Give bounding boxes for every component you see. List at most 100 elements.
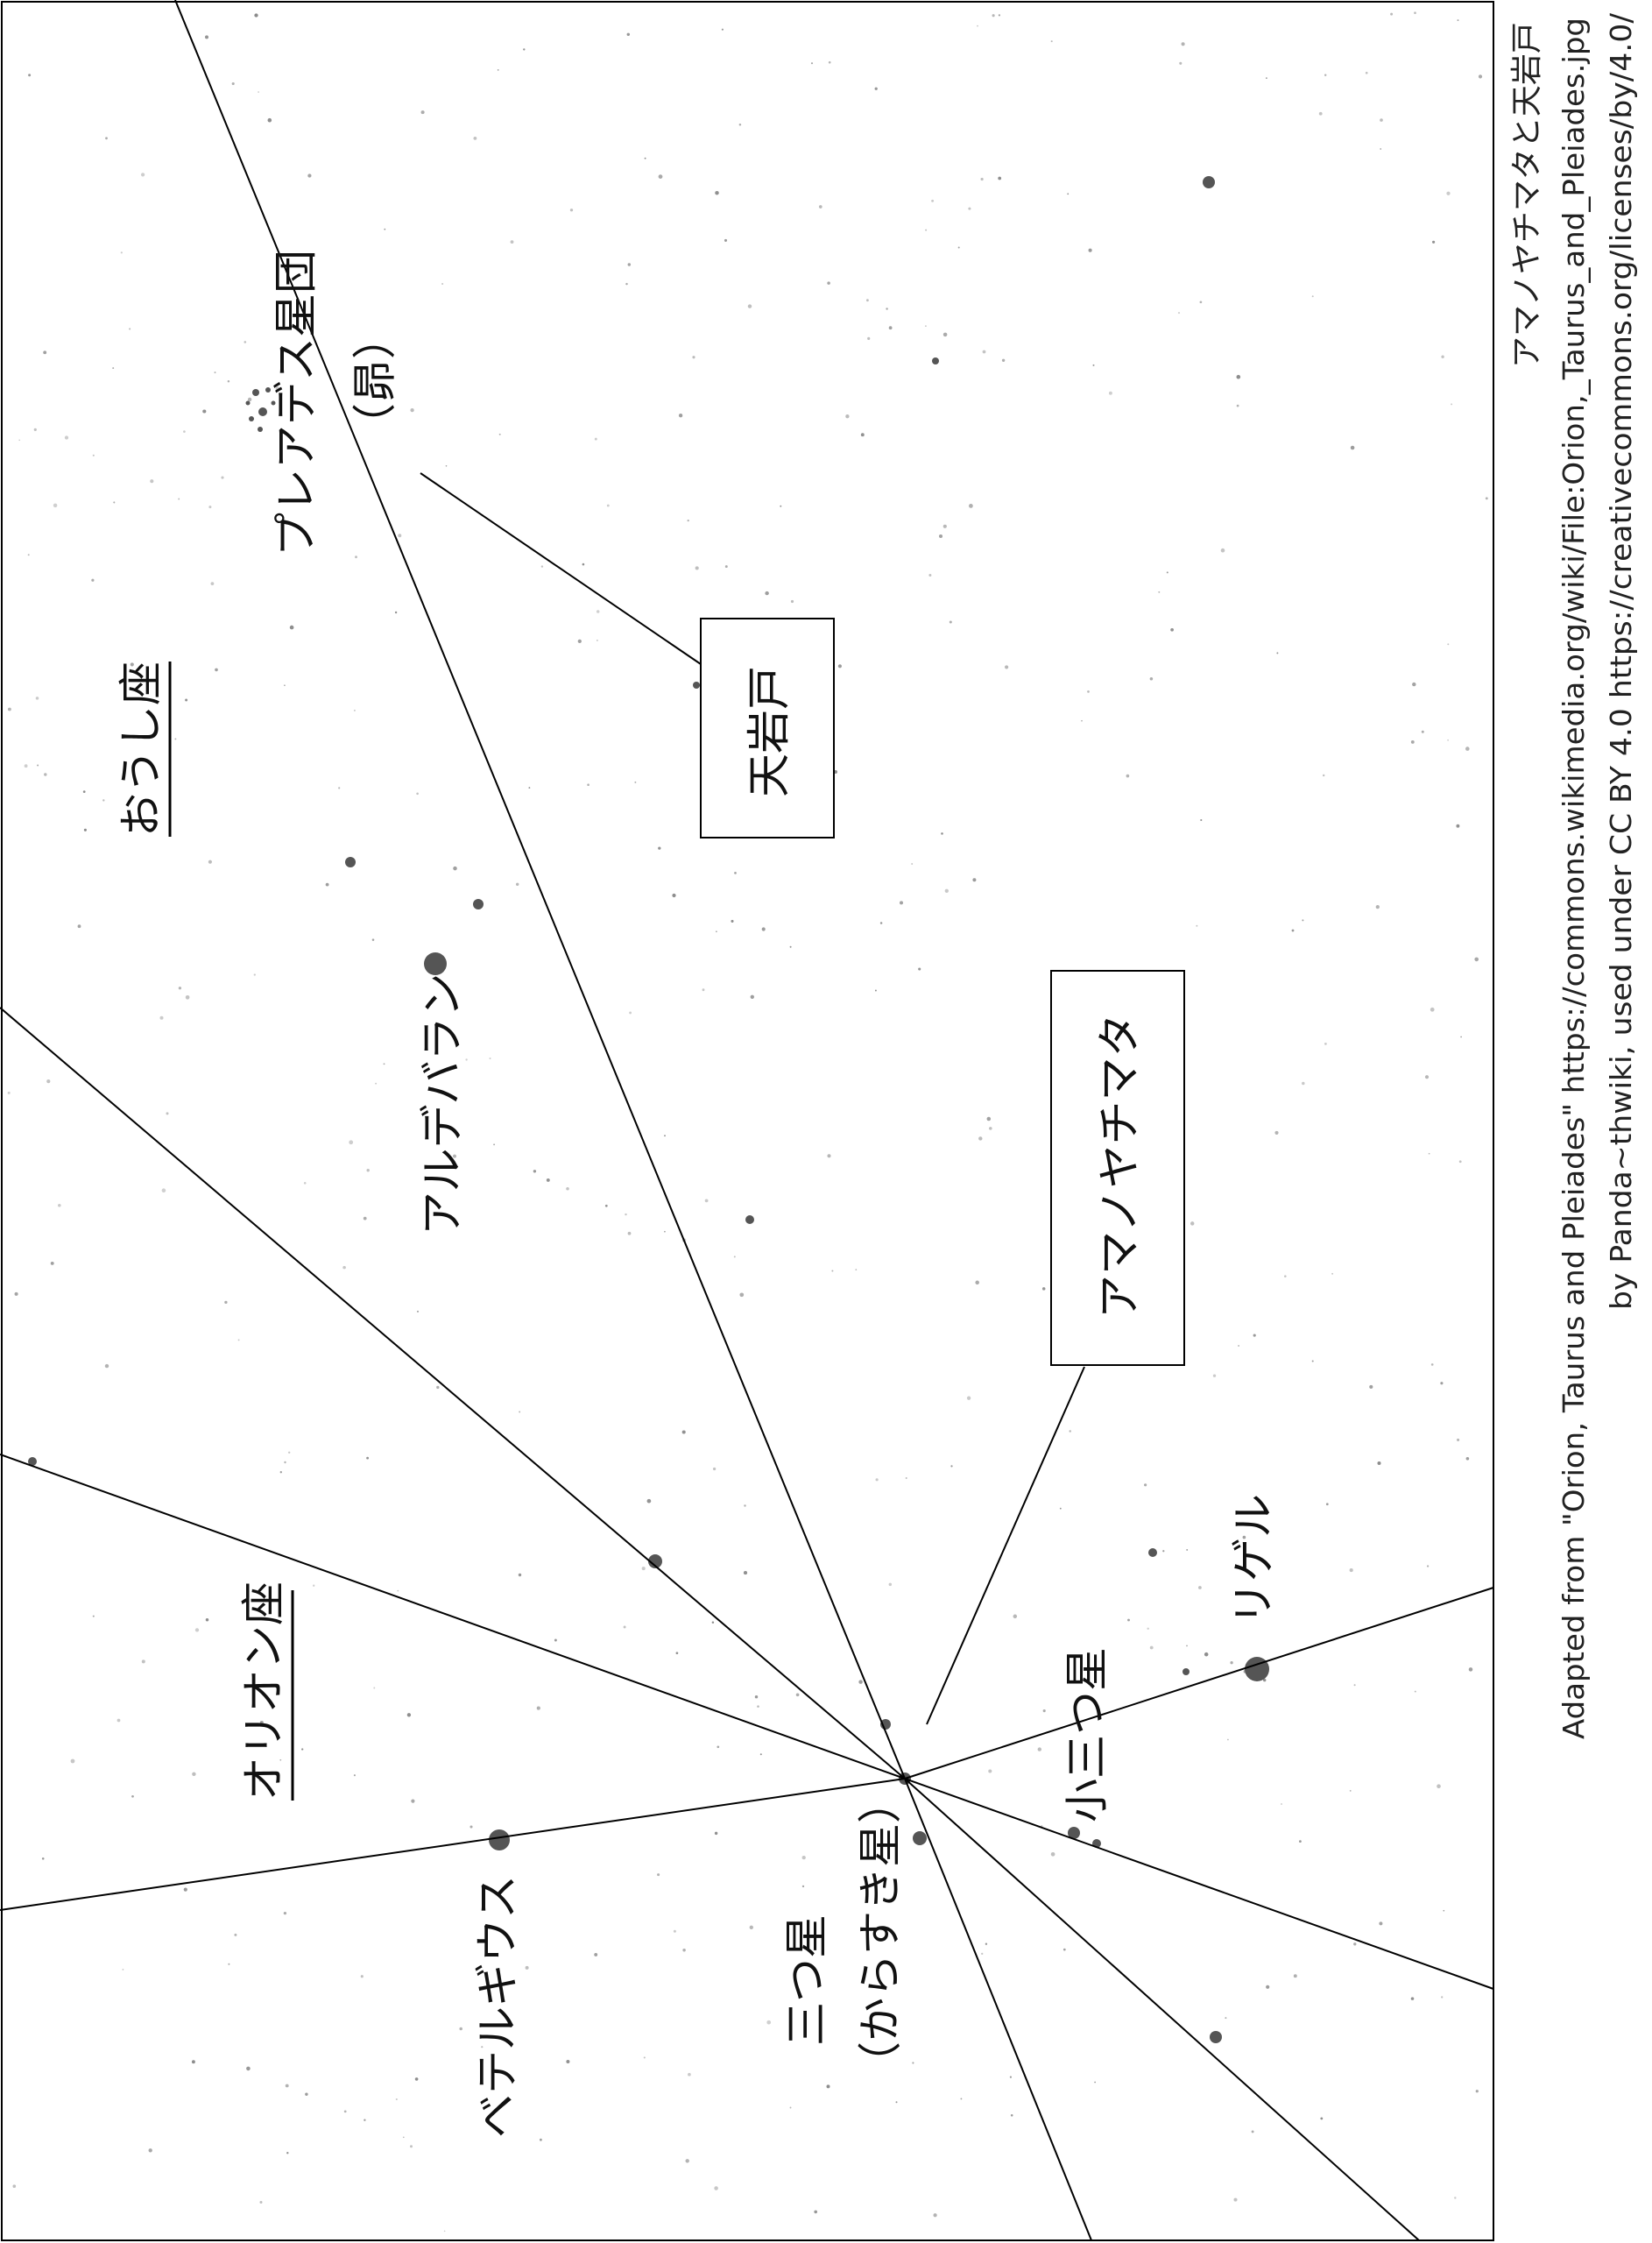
faint-star (131, 1794, 134, 1798)
star-5 (932, 357, 939, 364)
faint-star (289, 625, 294, 630)
faint-star (83, 828, 87, 831)
faint-star (27, 554, 30, 556)
faint-star (938, 534, 943, 539)
faint-star (1468, 1667, 1473, 1672)
label-orion: オリオン座 (238, 1581, 289, 1801)
faint-star (1350, 445, 1355, 450)
faint-star (1149, 1645, 1154, 1650)
faint-star (801, 1885, 805, 1888)
faint-star (1144, 1483, 1147, 1487)
faint-star (1158, 591, 1161, 593)
star-upper-right (1203, 176, 1215, 188)
faint-star (1266, 77, 1267, 79)
faint-star (305, 2092, 308, 2097)
faint-star (875, 1478, 879, 1482)
faint-star (765, 591, 769, 596)
faint-star (761, 927, 766, 931)
faint-star (1298, 1840, 1302, 1843)
faint-star (759, 1753, 762, 1756)
faint-star (192, 1772, 196, 1777)
faint-star (1081, 719, 1083, 722)
faint-star (244, 341, 247, 343)
faint-star (253, 973, 256, 976)
faint-star (150, 479, 154, 484)
faint-star (489, 1058, 491, 1059)
label-auriga: おうし座 (116, 662, 166, 837)
faint-star (566, 2059, 570, 2064)
faint-star (1426, 1565, 1430, 1567)
faint-star (928, 573, 932, 577)
faint-star (899, 901, 904, 905)
faint-star (1430, 1363, 1434, 1366)
faint-star (739, 1292, 745, 1298)
faint-star (41, 1857, 45, 1860)
faint-star (1430, 1007, 1435, 1012)
faint-star (925, 325, 927, 327)
faint-star (992, 14, 995, 18)
faint-star (905, 1477, 907, 1479)
faint-star (855, 1269, 858, 1270)
faint-star (790, 599, 794, 604)
label-small-three-stars: 小三つ星 (1062, 1647, 1112, 1822)
faint-star (112, 367, 115, 370)
faint-star (104, 1363, 109, 1369)
label-rigel: リゲル (1228, 1494, 1279, 1625)
faint-star (1331, 1272, 1334, 1275)
faint-star (215, 668, 218, 672)
faint-star (721, 28, 724, 31)
faint-star (383, 1063, 385, 1065)
line-to-pleiades (174, 0, 906, 1780)
faint-star (58, 1204, 61, 1207)
faint-star (975, 1280, 979, 1285)
faint-star (469, 1825, 473, 1829)
faint-star (7, 1091, 11, 1094)
faint-star (1166, 571, 1168, 574)
faint-star (678, 414, 683, 418)
faint-star (303, 1182, 307, 1185)
faint-star (1475, 2090, 1479, 2093)
faint-star (518, 1573, 522, 1577)
star-betelgeuse (489, 1829, 510, 1850)
faint-star (1478, 74, 1483, 79)
faint-star (445, 464, 448, 467)
faint-star (625, 1213, 627, 1216)
faint-star (1414, 11, 1416, 15)
faint-star (950, 1465, 953, 1468)
faint-star (1230, 1661, 1233, 1665)
faint-star (1190, 1221, 1195, 1226)
faint-star (44, 773, 47, 776)
faint-star (682, 1948, 686, 1952)
faint-star (194, 1628, 200, 1632)
label-betelgeuse: ベテルギウス (472, 1875, 523, 2138)
faint-star (886, 308, 888, 310)
faint-star (960, 2098, 963, 2100)
faint-star (957, 246, 960, 249)
faint-star (1454, 2197, 1457, 2199)
faint-star (1037, 1747, 1041, 1751)
faint-star (1220, 548, 1225, 553)
faint-star (566, 1186, 569, 1191)
pleiades-star (249, 416, 254, 421)
star-bellatrix (648, 1554, 662, 1568)
faint-star (24, 764, 28, 768)
faint-star (113, 501, 116, 504)
faint-star (731, 919, 734, 923)
faint-star (1474, 957, 1479, 962)
line-to-bottom (904, 1778, 1092, 2241)
line-to-left (0, 1454, 906, 1780)
faint-star (1001, 358, 1006, 362)
faint-star (554, 1638, 557, 1642)
faint-star (801, 1855, 806, 1860)
faint-star (148, 2148, 152, 2153)
faint-star (980, 177, 984, 181)
faint-star (130, 662, 134, 667)
faint-star (695, 566, 699, 570)
faint-star (789, 2106, 792, 2109)
faint-star (989, 1127, 992, 1130)
faint-star (28, 74, 32, 77)
faint-star (831, 1270, 834, 1272)
faint-star (1186, 1548, 1189, 1551)
faint-star (646, 1498, 652, 1504)
faint-star (1010, 2114, 1013, 2117)
